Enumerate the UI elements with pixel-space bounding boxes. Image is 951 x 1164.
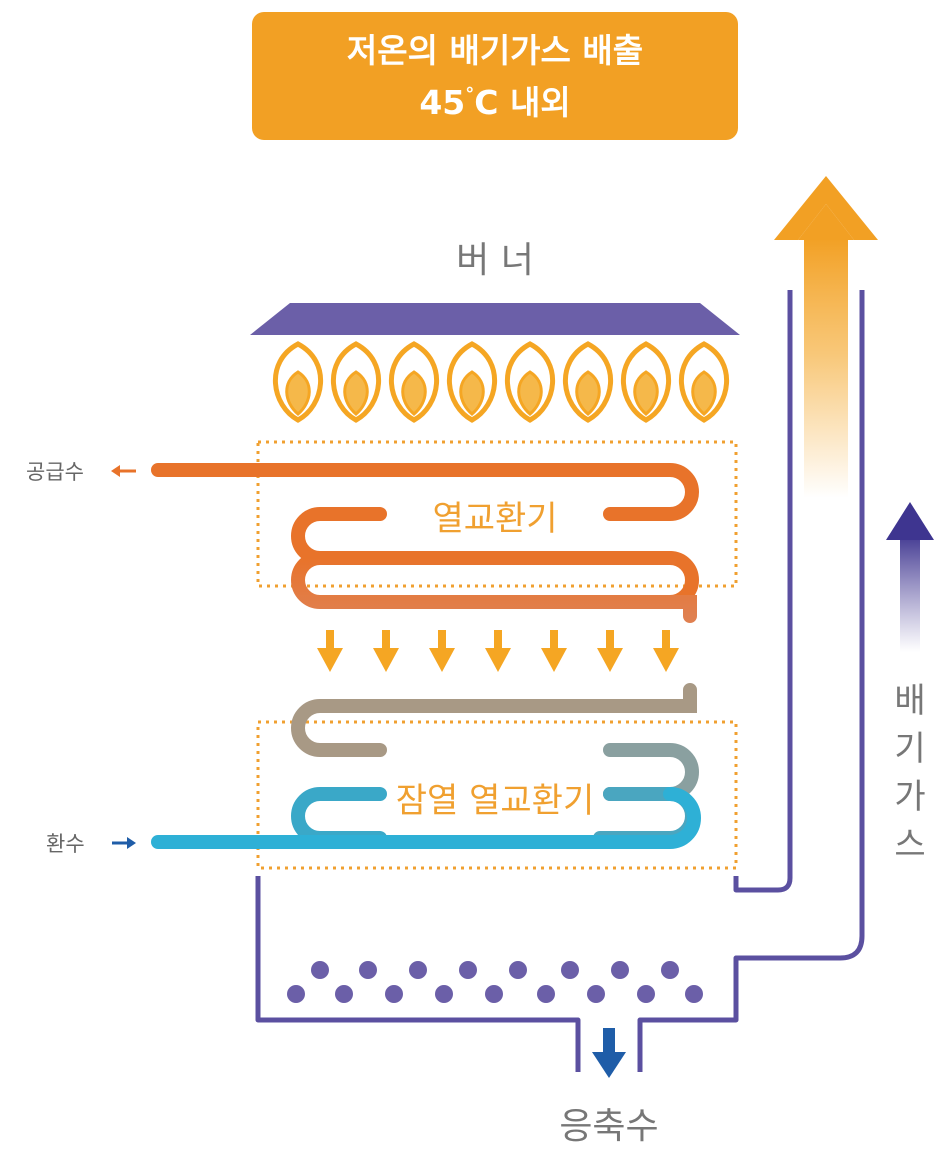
- latent-exchanger-pipe-top: [291, 683, 697, 757]
- down-arrow-icon: [485, 630, 511, 672]
- flames: [272, 341, 730, 423]
- droplet: [335, 985, 353, 1003]
- supply-water-label: 공급수: [26, 460, 84, 484]
- condensate-arrow-icon: [592, 1028, 626, 1078]
- flame-icon: [330, 341, 382, 423]
- burner-label: 버 너: [456, 240, 534, 281]
- droplet: [661, 961, 679, 979]
- down-arrow-icon: [429, 630, 455, 672]
- housing-outline-right: [637, 290, 865, 1072]
- banner-temp-value: 45: [419, 83, 465, 122]
- exhaust-banner: 저온의 배기가스 배출 45°C 내외: [252, 12, 738, 140]
- flame-icon: [446, 341, 498, 423]
- exhaust-gas-label: 배기가스: [894, 681, 925, 865]
- droplet: [385, 985, 403, 1003]
- banner-line1: 저온의 배기가스 배출: [347, 31, 643, 70]
- droplet: [537, 985, 555, 1003]
- exhaust-gas-up-arrow-icon: [886, 502, 934, 652]
- droplet: [459, 961, 477, 979]
- main-exchanger-pipe-lower: [291, 551, 697, 623]
- housing-outline-left: [255, 876, 581, 1072]
- droplet: [611, 961, 629, 979]
- flame-icon: [504, 341, 556, 423]
- droplet: [435, 985, 453, 1003]
- droplet: [587, 985, 605, 1003]
- droplet: [311, 961, 329, 979]
- return-water-label: 환수: [46, 832, 85, 856]
- exhaust-gas-char: 스: [894, 825, 925, 865]
- flame-icon: [562, 341, 614, 423]
- main-exchanger-label: 열교환기: [432, 499, 557, 539]
- banner-background: [252, 12, 738, 140]
- supply-water-arrow-icon: [111, 465, 136, 477]
- exhaust-gas-char: 배: [894, 681, 925, 721]
- banner-degree: °: [465, 84, 474, 105]
- down-arrow-icon: [373, 630, 399, 672]
- exhaust-gas-char: 기: [894, 729, 925, 769]
- droplet: [637, 985, 655, 1003]
- main-exchanger-pipe-upper: [151, 463, 699, 609]
- burner-plate: [250, 303, 740, 335]
- down-arrow-icon: [317, 630, 343, 672]
- flame-icon: [620, 341, 672, 423]
- latent-exchanger-pipe-left-bend: [291, 787, 387, 845]
- flame-icon: [272, 341, 324, 423]
- banner-line2: 45°C 내외: [419, 83, 570, 122]
- condensate-label: 응축수: [559, 1106, 658, 1147]
- droplet: [561, 961, 579, 979]
- latent-exchanger-label: 잠열 열교환기: [396, 781, 595, 821]
- flame-icon: [678, 341, 730, 423]
- condensate-droplets: [287, 961, 703, 1003]
- droplet: [409, 961, 427, 979]
- down-arrow-icon: [653, 630, 679, 672]
- banner-temp-unit: C 내외: [474, 83, 570, 122]
- droplet: [485, 985, 503, 1003]
- droplet: [359, 961, 377, 979]
- heat-transfer-arrows: [317, 630, 679, 672]
- return-water-pipe: [151, 787, 701, 849]
- exhaust-up-arrow-icon: [774, 176, 878, 498]
- flame-icon: [388, 341, 440, 423]
- droplet: [509, 961, 527, 979]
- droplet: [685, 985, 703, 1003]
- return-water-arrow-icon: [112, 837, 136, 849]
- down-arrow-icon: [541, 630, 567, 672]
- exhaust-gas-char: 가: [894, 777, 925, 817]
- droplet: [287, 985, 305, 1003]
- down-arrow-icon: [597, 630, 623, 672]
- exhaust-duct-inner: [733, 290, 793, 893]
